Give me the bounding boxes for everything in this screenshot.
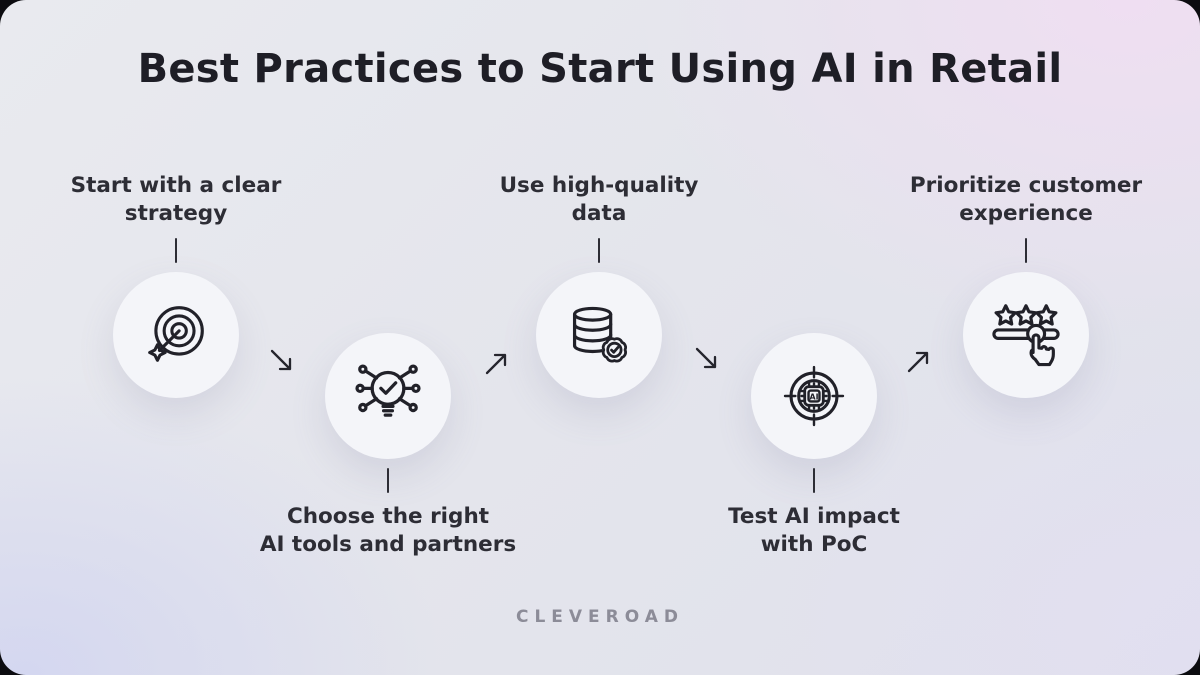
step-1-start-with-clear-strategy: Start with a clear strategy bbox=[26, 172, 326, 398]
step-label-line2: AI tools and partners bbox=[259, 532, 517, 557]
step-label: Use high-quality data bbox=[500, 172, 699, 228]
step-label-line2: experience bbox=[959, 201, 1093, 226]
brand-logo-cleveroad: CLEVEROAD bbox=[515, 607, 685, 627]
connector-tick bbox=[812, 468, 816, 493]
icon-circle bbox=[963, 272, 1089, 398]
flow-arrow-up-right-icon bbox=[907, 351, 929, 373]
ai-chip-target-icon: AI bbox=[783, 365, 845, 427]
step-5-prioritize-customer-experience: Prioritize customer experience bbox=[876, 172, 1176, 398]
connector-tick bbox=[174, 238, 178, 263]
step-label-line2: data bbox=[571, 201, 627, 226]
step-label-line1: Start with a clear bbox=[70, 173, 282, 198]
flow-arrow-down-right-icon bbox=[695, 347, 717, 369]
icon-circle bbox=[113, 272, 239, 398]
step-label-line2: with PoC bbox=[760, 532, 868, 557]
connector-tick bbox=[386, 468, 390, 493]
step-3-use-high-quality-data: Use high-quality data bbox=[449, 172, 749, 398]
icon-circle bbox=[536, 272, 662, 398]
connector-tick bbox=[597, 238, 601, 263]
target-dart-icon bbox=[148, 306, 204, 362]
step-label: Test AI impact with PoC bbox=[728, 503, 900, 559]
step-label-line2: strategy bbox=[124, 201, 228, 226]
step-label-line1: Test AI impact bbox=[728, 504, 900, 529]
step-label: Prioritize customer experience bbox=[910, 172, 1142, 228]
connector-tick bbox=[1024, 238, 1028, 263]
step-label: Start with a clear strategy bbox=[71, 172, 282, 228]
step-label-line1: Use high-quality bbox=[499, 173, 699, 198]
step-2-choose-ai-tools: Choose the right AI tools and partners bbox=[238, 333, 538, 559]
ai-chip-label: AI bbox=[809, 393, 818, 402]
bulb-network-icon bbox=[355, 364, 421, 417]
database-check-icon bbox=[572, 306, 627, 363]
flow-arrow-down-right-icon bbox=[270, 349, 292, 371]
stars-slider-hand-icon bbox=[992, 304, 1060, 367]
icon-circle bbox=[325, 333, 451, 459]
step-label: Choose the right AI tools and partners bbox=[260, 503, 516, 559]
step-label-line1: Choose the right bbox=[286, 504, 490, 529]
flow-arrow-up-right-icon bbox=[485, 353, 507, 375]
step-label-line1: Prioritize customer bbox=[909, 173, 1143, 198]
page-title: Best Practices to Start Using AI in Reta… bbox=[137, 46, 1063, 92]
icon-circle: AI bbox=[751, 333, 877, 459]
step-4-test-ai-impact-poc: AI Test AI impact with PoC bbox=[664, 333, 964, 559]
